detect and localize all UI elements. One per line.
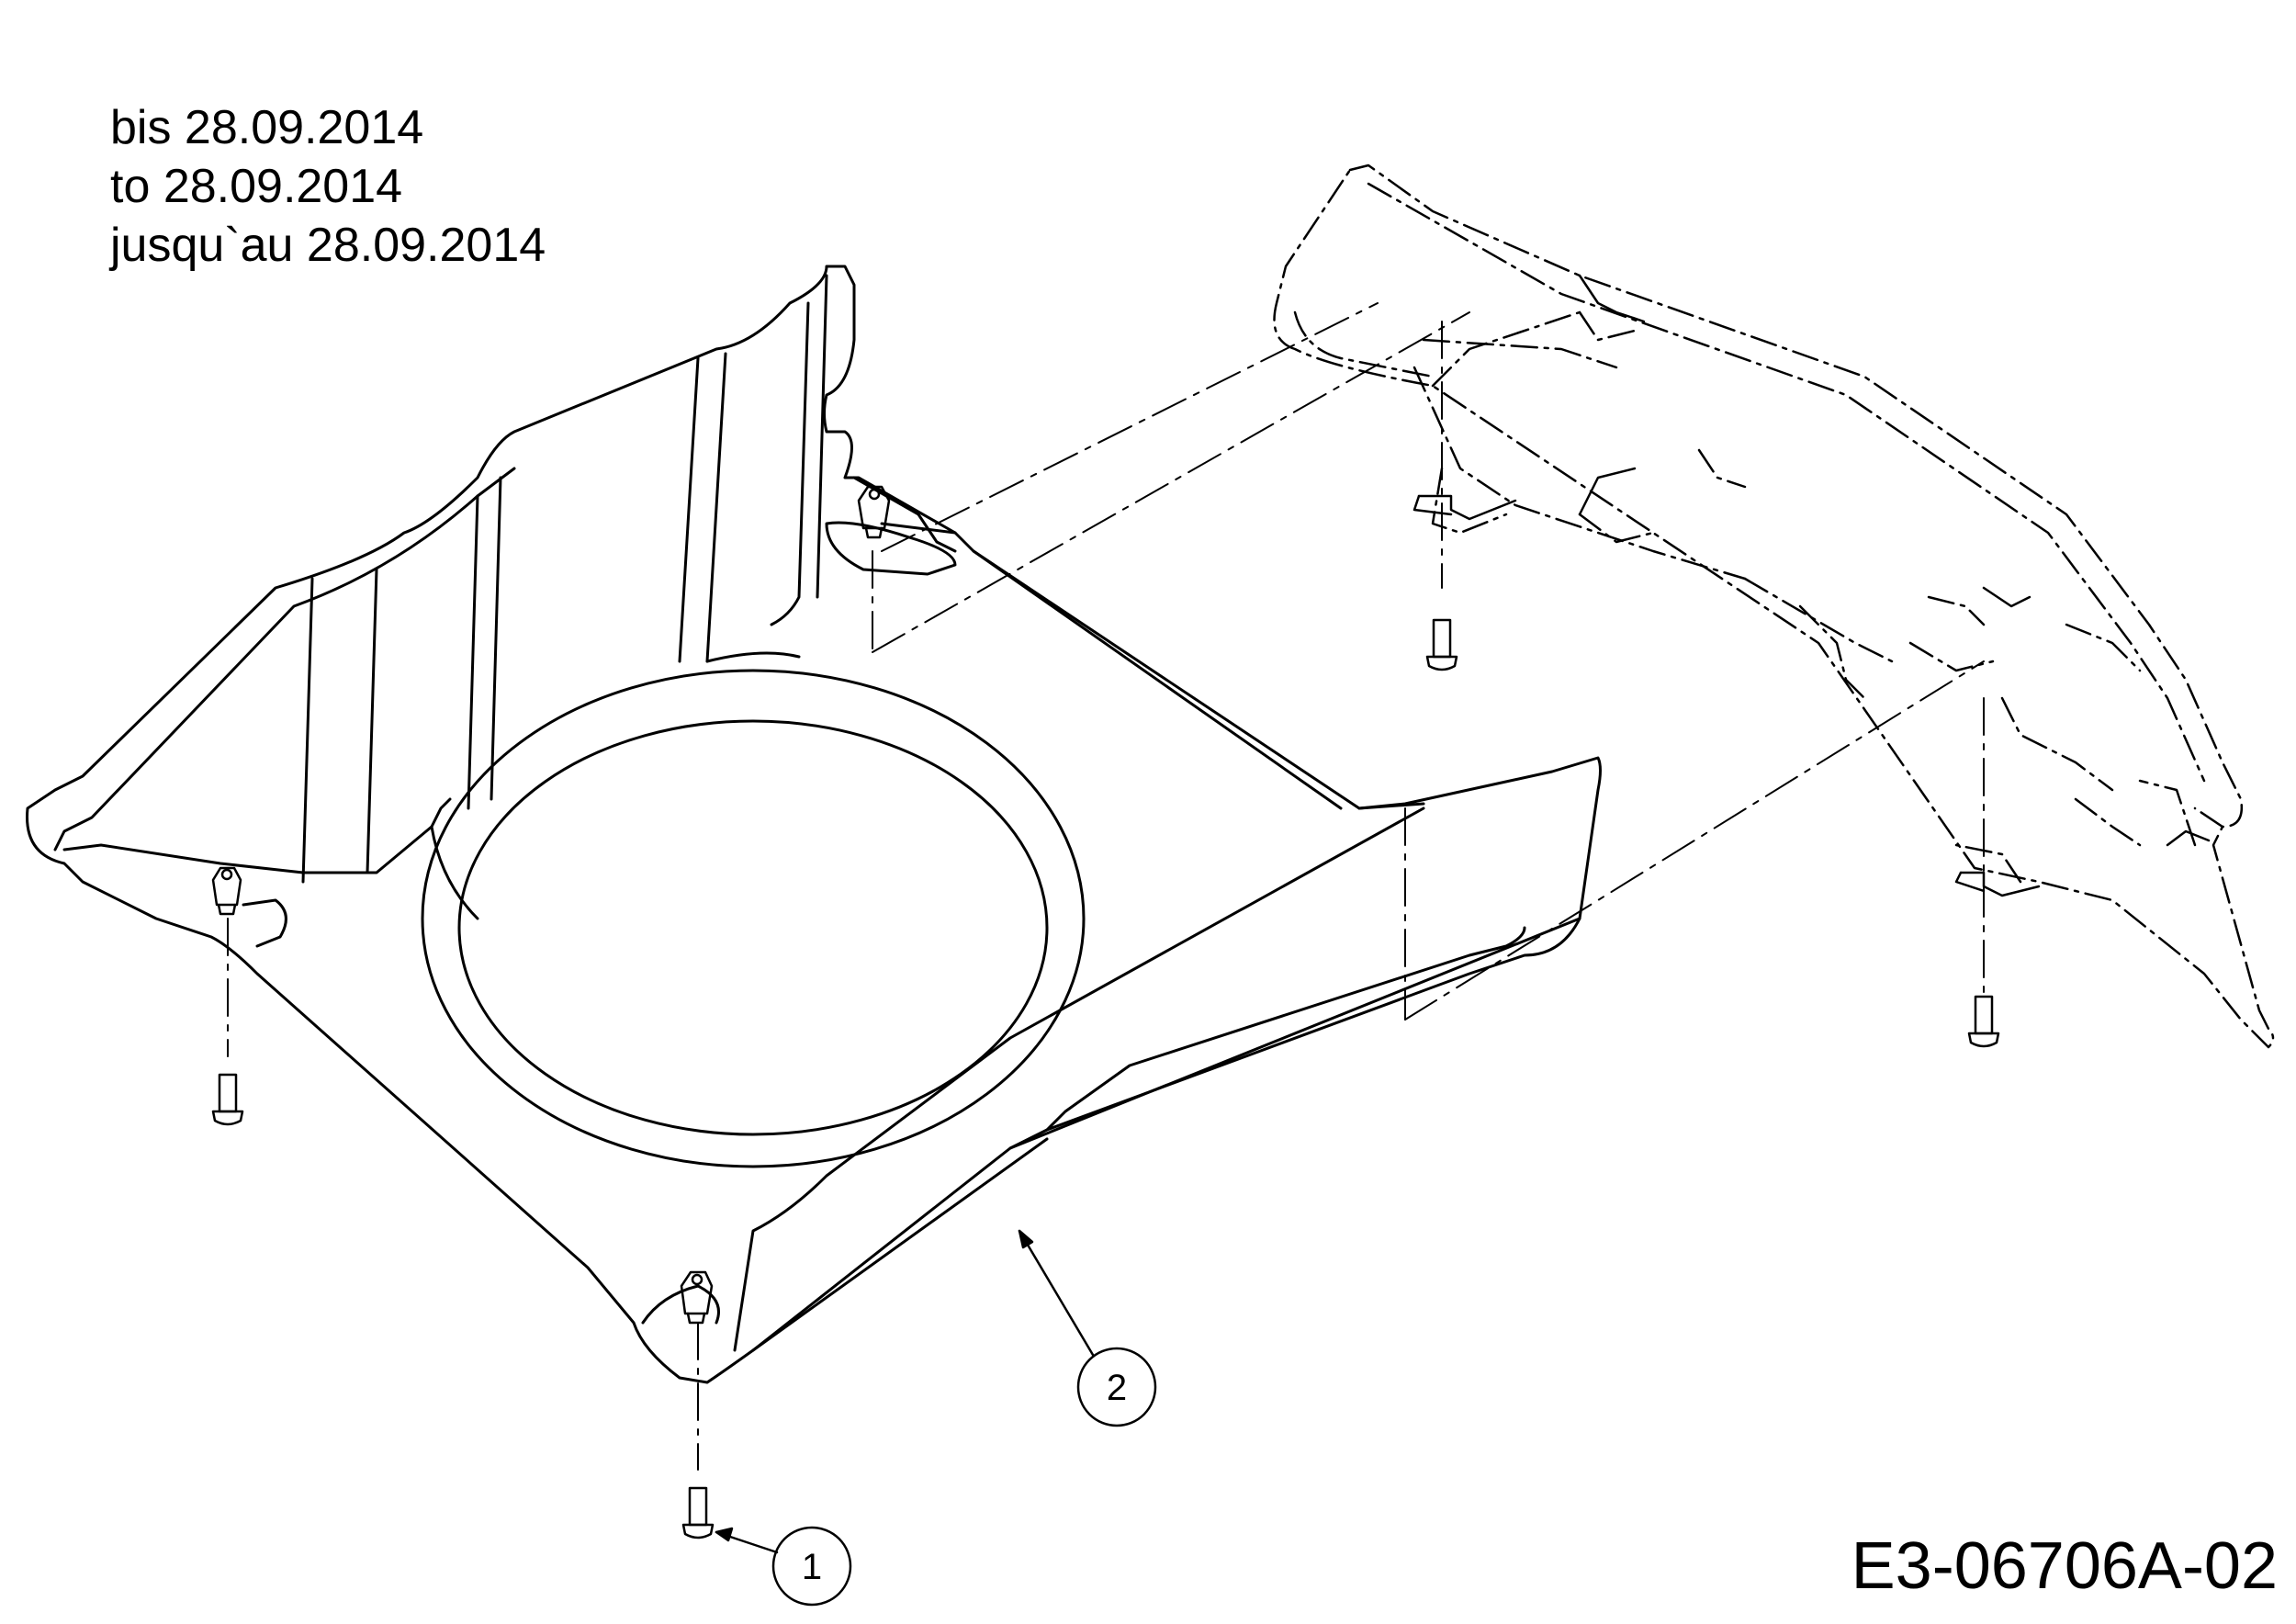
- rear-housing-phantom: [1273, 164, 2275, 1049]
- callout-2: 2: [1018, 1229, 1157, 1427]
- expansion-nut-front-left: [211, 866, 242, 916]
- screw-rear-right: [1967, 995, 2000, 1048]
- validity-note-french: jusqu`au 28.09.2014: [110, 219, 546, 272]
- callout-2-label: 2: [1107, 1368, 1127, 1408]
- assembly-centerlines: [227, 302, 1985, 1471]
- screw-front-left: [211, 1073, 244, 1126]
- validity-note-german: bis 28.09.2014: [110, 101, 424, 154]
- expansion-nut-rear: [857, 485, 891, 539]
- validity-note-english: to 28.09.2014: [110, 160, 403, 213]
- expansion-nut-front-right: [680, 1270, 714, 1325]
- drawing-number: E3-06706A-02: [1851, 1529, 2278, 1603]
- screw-front-right: [681, 1486, 715, 1539]
- screw-rear-left: [1425, 618, 1458, 671]
- callout-1: 1: [715, 1526, 852, 1607]
- callout-1-label: 1: [802, 1547, 822, 1587]
- rear-housing-brackets: [1412, 274, 2211, 897]
- deflector-chute: [26, 265, 1602, 1384]
